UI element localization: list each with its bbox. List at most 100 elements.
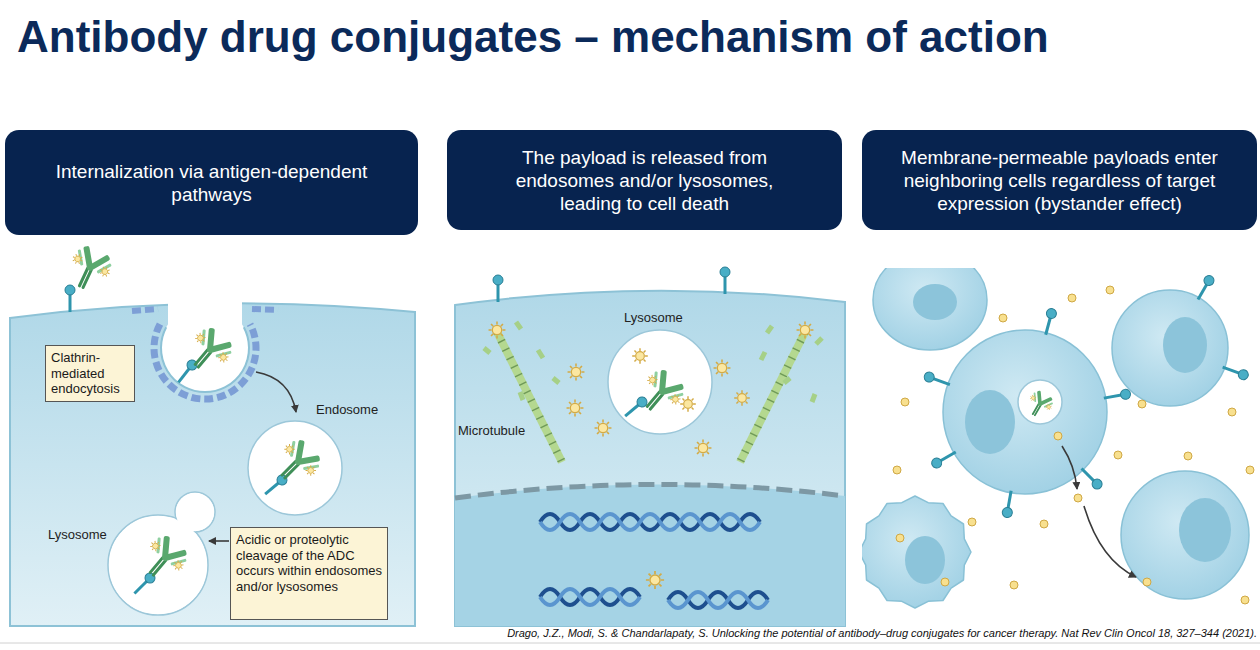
step-header-text: Membrane-permeable payloads enter neighb… <box>872 146 1247 215</box>
payload-dot <box>893 466 901 474</box>
lysosome <box>608 330 712 434</box>
microtubule <box>740 332 805 462</box>
nucleus <box>455 484 845 626</box>
callout-box: Acidic or proteolytic cleavage of the AD… <box>230 527 388 620</box>
payload <box>489 322 506 339</box>
antibody-drug-conjugate <box>268 434 326 492</box>
payload-dot <box>1074 494 1082 502</box>
antibody-drug-conjugate <box>180 322 238 380</box>
payload-dot <box>999 314 1007 322</box>
antibody-drug-conjugate <box>632 364 690 422</box>
payload-dot <box>1246 466 1254 474</box>
payload-dot <box>1054 432 1062 440</box>
dying-cell <box>862 496 971 608</box>
payload-dot <box>1068 294 1076 302</box>
callout-box-text: Acidic or proteolytic cleavage of the AD… <box>236 532 382 594</box>
clathrin-coat <box>132 309 278 311</box>
payload-dot <box>1184 452 1192 460</box>
payload-dot <box>968 518 976 526</box>
receptor <box>493 275 503 302</box>
organelle-label: Endosome <box>316 402 378 417</box>
structure-label: Microtubule <box>458 423 525 438</box>
broken-dna <box>668 592 768 608</box>
payload <box>646 571 664 589</box>
footer-rule <box>0 643 1260 644</box>
neighbor-cell <box>1112 290 1228 406</box>
broken-dna <box>540 589 640 605</box>
cell-nucleus <box>905 536 945 584</box>
endosome <box>1018 380 1062 424</box>
arrow <box>256 372 296 412</box>
payload-dot <box>1106 286 1114 294</box>
payload-dot <box>901 398 909 406</box>
step-header-text: Internalization via antigen-dependent pa… <box>17 160 407 206</box>
step-header: Internalization via antigen-dependent pa… <box>5 130 418 235</box>
payload-dot <box>1241 596 1249 604</box>
slide-title: Antibody drug conjugates – mechanism of … <box>17 12 1049 62</box>
step-header: Membrane-permeable payloads enter neighb… <box>862 130 1257 230</box>
payload-dot <box>1040 520 1048 528</box>
cell-cytoplasm <box>10 303 415 626</box>
callout-box: Clathrin-mediated endocytosis <box>45 345 135 402</box>
antibody-drug-conjugate <box>1023 388 1057 422</box>
step-header: The payload is released from endosomes a… <box>447 130 842 230</box>
antibody-drug-conjugate <box>62 242 116 297</box>
payload-dot <box>941 578 949 586</box>
payload <box>632 348 648 364</box>
cell-nucleus <box>965 390 1015 454</box>
dna-helix <box>540 514 760 530</box>
receptor <box>1078 465 1104 491</box>
antibody-drug-conjugate <box>135 530 193 588</box>
callout-box-text: Clathrin-mediated endocytosis <box>51 350 129 397</box>
internalization-panel <box>10 242 415 626</box>
citation-caption: Drago, J.Z., Modi, S. & Chandarlapaty, S… <box>507 627 1257 640</box>
payload-release-panel <box>455 267 845 626</box>
receptor <box>1194 274 1216 302</box>
payload <box>568 364 585 381</box>
bystander-panel <box>862 268 1254 608</box>
arrow <box>209 540 229 542</box>
organelle-label: Lysosome <box>624 310 683 325</box>
microtubule <box>740 332 805 462</box>
payload-dot <box>1114 451 1122 459</box>
receptor <box>1103 389 1131 404</box>
payload <box>734 390 750 406</box>
payload <box>680 396 696 412</box>
payload <box>797 322 814 339</box>
payload-dot <box>1228 408 1236 416</box>
organelle-label: Lysosome <box>48 527 107 542</box>
neighbor-cell <box>1121 471 1249 599</box>
payload-dot <box>1138 400 1146 408</box>
microtubule <box>497 332 562 462</box>
endosome <box>248 421 342 515</box>
receptor <box>1002 490 1017 518</box>
neighbor-cell <box>873 268 987 350</box>
broken-dna <box>668 592 768 608</box>
target-cell <box>943 330 1107 494</box>
payload <box>595 420 612 437</box>
nuclear-envelope <box>455 484 845 498</box>
arrow <box>1084 506 1136 577</box>
cell-nucleus <box>1179 498 1231 562</box>
receptor <box>1041 307 1058 336</box>
cell-nucleus <box>1163 317 1207 373</box>
cell-cytoplasm <box>455 291 845 626</box>
dna-helix <box>540 514 760 530</box>
payload-dot <box>1010 581 1018 589</box>
payload-dot <box>896 534 904 542</box>
arrow <box>1062 446 1077 489</box>
payload <box>567 400 584 417</box>
cell-nucleus <box>913 284 957 320</box>
receptor <box>930 448 958 470</box>
clathrin-pit <box>161 304 249 392</box>
lysosome <box>176 493 214 531</box>
receptor <box>65 285 75 312</box>
payload-dot <box>1143 578 1151 586</box>
receptor <box>923 371 952 390</box>
receptor <box>720 267 730 294</box>
microtubule <box>497 332 562 462</box>
step-header-text: The payload is released from endosomes a… <box>495 146 795 215</box>
receptor <box>622 395 649 420</box>
